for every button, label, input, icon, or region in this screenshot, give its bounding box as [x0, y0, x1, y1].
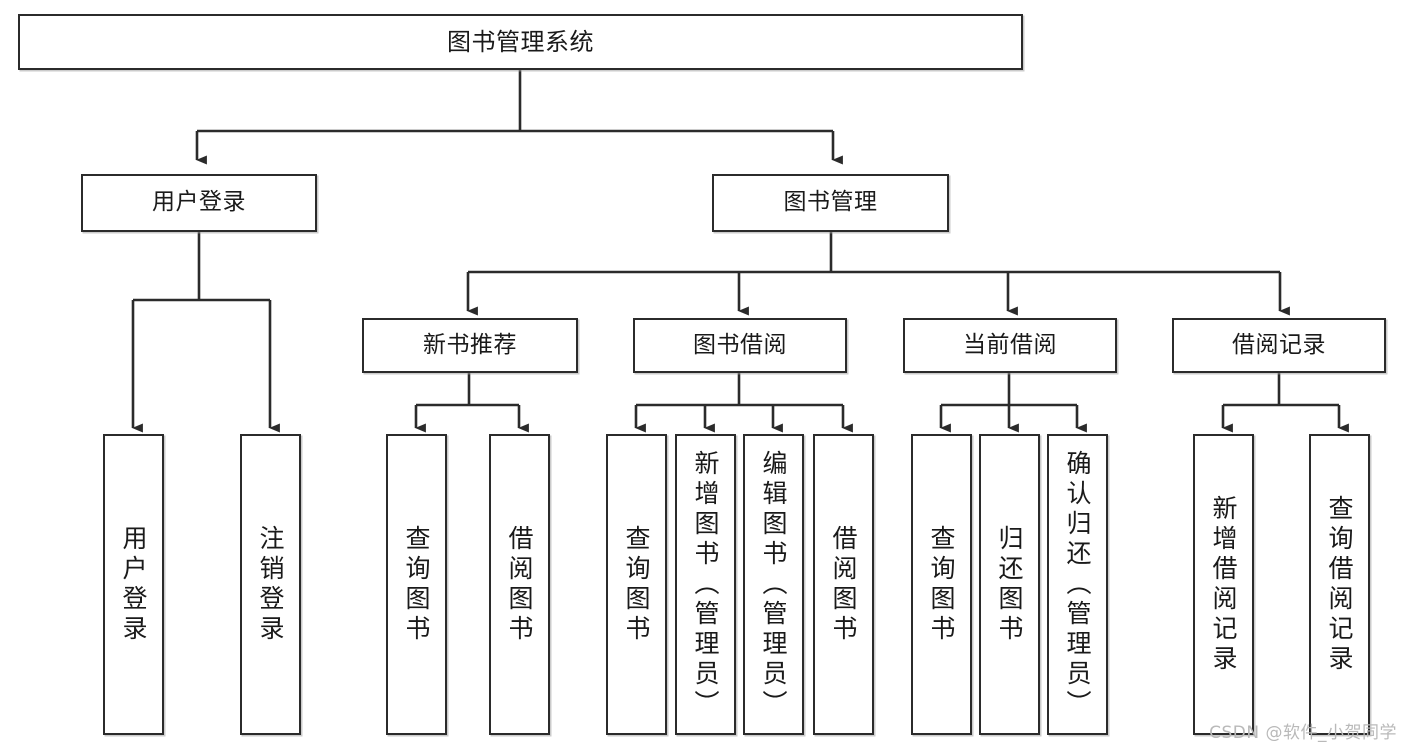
- node-new-book-recommendation[interactable]: 新书推荐: [362, 318, 578, 373]
- leaf-book-borrow-borrow-book[interactable]: 借阅图书: [813, 434, 874, 735]
- node-label: 查询图书: [622, 524, 651, 645]
- leaf-new-book-query-book[interactable]: 查询图书: [386, 434, 447, 735]
- node-label: 确认归还（管理员）: [1063, 449, 1092, 720]
- node-user-login[interactable]: 用户登录: [81, 174, 317, 232]
- node-label: 编辑图书（管理员）: [759, 449, 788, 720]
- leaf-book-borrow-add-book-admin[interactable]: 新增图书（管理员）: [675, 434, 736, 735]
- node-label: 当前借阅: [963, 331, 1057, 358]
- node-label: 图书管理: [783, 189, 878, 216]
- node-root-book-management-system[interactable]: 图书管理系统: [18, 14, 1023, 70]
- node-book-borrowing[interactable]: 图书借阅: [633, 318, 847, 373]
- leaf-borrow-record-add-record[interactable]: 新增借阅记录: [1193, 434, 1254, 735]
- leaf-new-book-borrow-book[interactable]: 借阅图书: [489, 434, 550, 735]
- node-label: 查询图书: [402, 524, 431, 645]
- node-label: 新增借阅记录: [1209, 494, 1238, 675]
- node-label: 归还图书: [995, 524, 1024, 645]
- leaf-book-borrow-edit-book-admin[interactable]: 编辑图书（管理员）: [743, 434, 804, 735]
- node-label: 借阅图书: [505, 524, 534, 645]
- leaf-current-borrow-query-book[interactable]: 查询图书: [911, 434, 972, 735]
- node-label: 借阅记录: [1232, 331, 1326, 358]
- leaf-current-borrow-confirm-return-admin[interactable]: 确认归还（管理员）: [1047, 434, 1108, 735]
- node-label: 注销登录: [256, 524, 285, 645]
- node-label: 用户登录: [119, 524, 148, 645]
- leaf-user-login-login[interactable]: 用户登录: [103, 434, 164, 735]
- node-label: 新书推荐: [423, 331, 517, 358]
- watermark-text: CSDN @软件_小贺同学: [1209, 723, 1397, 743]
- node-label: 用户登录: [152, 189, 246, 216]
- leaf-current-borrow-return-book[interactable]: 归还图书: [979, 434, 1040, 735]
- node-label: 借阅图书: [829, 524, 858, 645]
- leaf-borrow-record-query-record[interactable]: 查询借阅记录: [1309, 434, 1370, 735]
- node-label: 查询图书: [927, 524, 956, 645]
- node-label: 图书管理系统: [447, 27, 594, 56]
- node-label: 查询借阅记录: [1325, 494, 1354, 675]
- node-label: 新增图书（管理员）: [691, 449, 720, 720]
- node-book-management[interactable]: 图书管理: [712, 174, 949, 232]
- node-current-borrowing[interactable]: 当前借阅: [903, 318, 1117, 373]
- leaf-book-borrow-query-book[interactable]: 查询图书: [606, 434, 667, 735]
- leaf-user-login-logout[interactable]: 注销登录: [240, 434, 301, 735]
- node-borrowing-records[interactable]: 借阅记录: [1172, 318, 1386, 373]
- node-label: 图书借阅: [693, 331, 787, 358]
